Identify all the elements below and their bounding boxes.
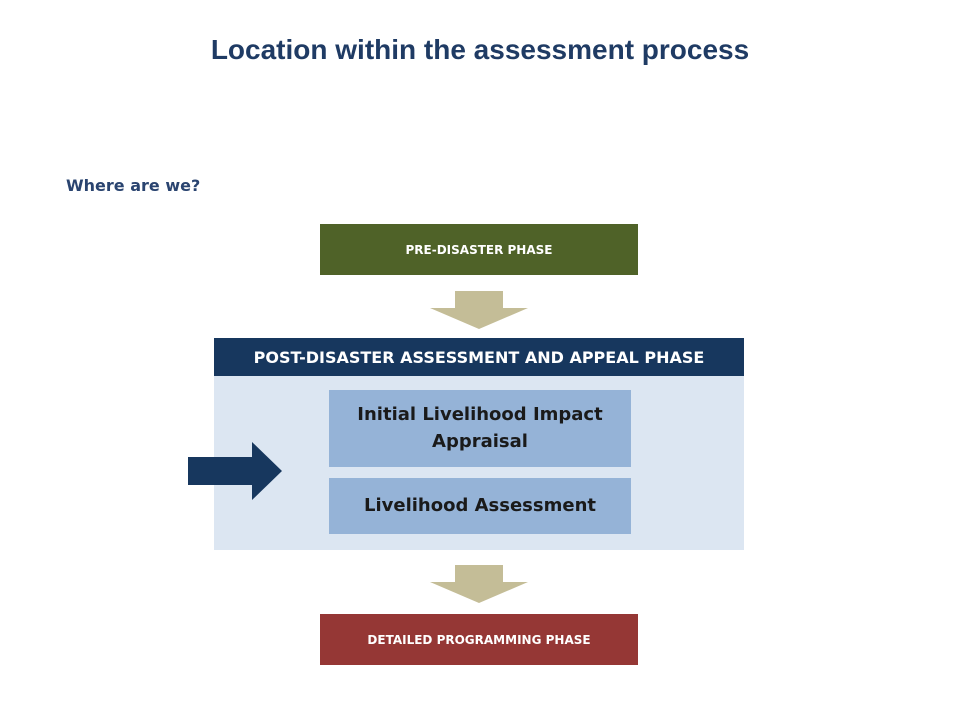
page-title: Location within the assessment process [210,34,750,65]
down-arrow-icon [430,565,528,603]
post-disaster-phase-panel: POST-DISASTER ASSESSMENT AND APPEAL PHAS… [214,338,744,550]
livelihood-assessment-box: Livelihood Assessment [329,478,631,534]
right-arrow-icon [188,442,282,500]
stage-label: Initial Livelihood Impact Appraisal [357,404,603,452]
stage-label: Livelihood Assessment [364,494,596,516]
detailed-programming-phase-box: DETAILED PROGRAMMING PHASE [320,614,638,665]
subtitle: Where are we? [66,176,201,195]
post-disaster-phase-header: POST-DISASTER ASSESSMENT AND APPEAL PHAS… [214,338,744,376]
initial-livelihood-impact-appraisal-box: Initial Livelihood Impact Appraisal [329,390,631,467]
pre-disaster-phase-box: PRE-DISASTER PHASE [320,224,638,275]
detailed-programming-phase-label: DETAILED PROGRAMMING PHASE [367,632,591,647]
pre-disaster-phase-label: PRE-DISASTER PHASE [405,242,553,257]
down-arrow-icon [430,291,528,329]
